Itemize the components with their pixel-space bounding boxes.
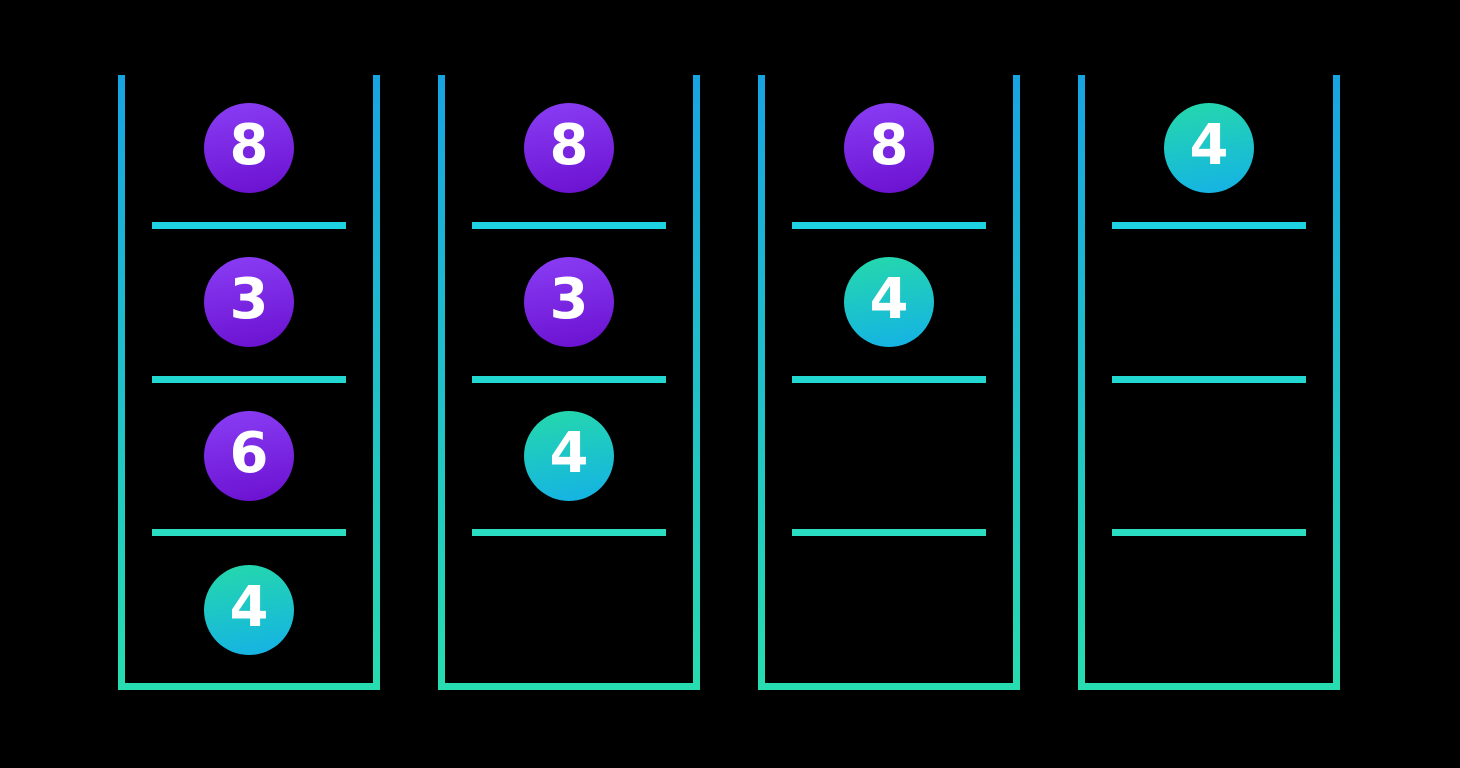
cell-divider <box>472 221 666 229</box>
ball[interactable]: 8 <box>204 103 294 194</box>
ball[interactable]: 4 <box>844 257 934 348</box>
cell-divider <box>792 375 986 383</box>
tube-4[interactable]: 4 <box>1078 75 1340 690</box>
ball[interactable]: 4 <box>524 410 614 501</box>
cell-divider <box>152 529 346 537</box>
cell-divider <box>792 221 986 229</box>
tube-cell <box>765 536 1013 683</box>
tube-cell: 8 <box>445 75 693 222</box>
tube-cell <box>765 383 1013 530</box>
tube-2[interactable]: 8 3 4 <box>438 75 700 690</box>
cell-divider <box>472 375 666 383</box>
tube-cell <box>1085 536 1333 683</box>
cell-divider <box>792 529 986 537</box>
tube-cell: 8 <box>765 75 1013 222</box>
tube-cell <box>445 536 693 683</box>
tube-cell: 3 <box>445 229 693 376</box>
ball[interactable]: 8 <box>524 103 614 194</box>
tube-3[interactable]: 8 4 <box>758 75 1020 690</box>
ball[interactable]: 6 <box>204 410 294 501</box>
tube-cell <box>1085 383 1333 530</box>
ball[interactable]: 4 <box>204 564 294 655</box>
tube-cell <box>1085 229 1333 376</box>
tube-cell: 6 <box>125 383 373 530</box>
cell-divider <box>472 529 666 537</box>
tube-cell: 4 <box>765 229 1013 376</box>
cell-divider <box>152 375 346 383</box>
cell-divider <box>1112 529 1306 537</box>
tube-cell: 4 <box>125 536 373 683</box>
tube-row: 8 3 6 4 8 3 4 8 4 4 <box>118 75 1340 690</box>
tube-cell: 4 <box>1085 75 1333 222</box>
tube-cell: 3 <box>125 229 373 376</box>
cell-divider <box>1112 375 1306 383</box>
tube-cell: 8 <box>125 75 373 222</box>
ball[interactable]: 3 <box>524 257 614 348</box>
tube-1[interactable]: 8 3 6 4 <box>118 75 380 690</box>
cell-divider <box>1112 221 1306 229</box>
ball[interactable]: 4 <box>1164 103 1254 194</box>
cell-divider <box>152 221 346 229</box>
ball[interactable]: 8 <box>844 103 934 194</box>
ball[interactable]: 3 <box>204 257 294 348</box>
tube-cell: 4 <box>445 383 693 530</box>
